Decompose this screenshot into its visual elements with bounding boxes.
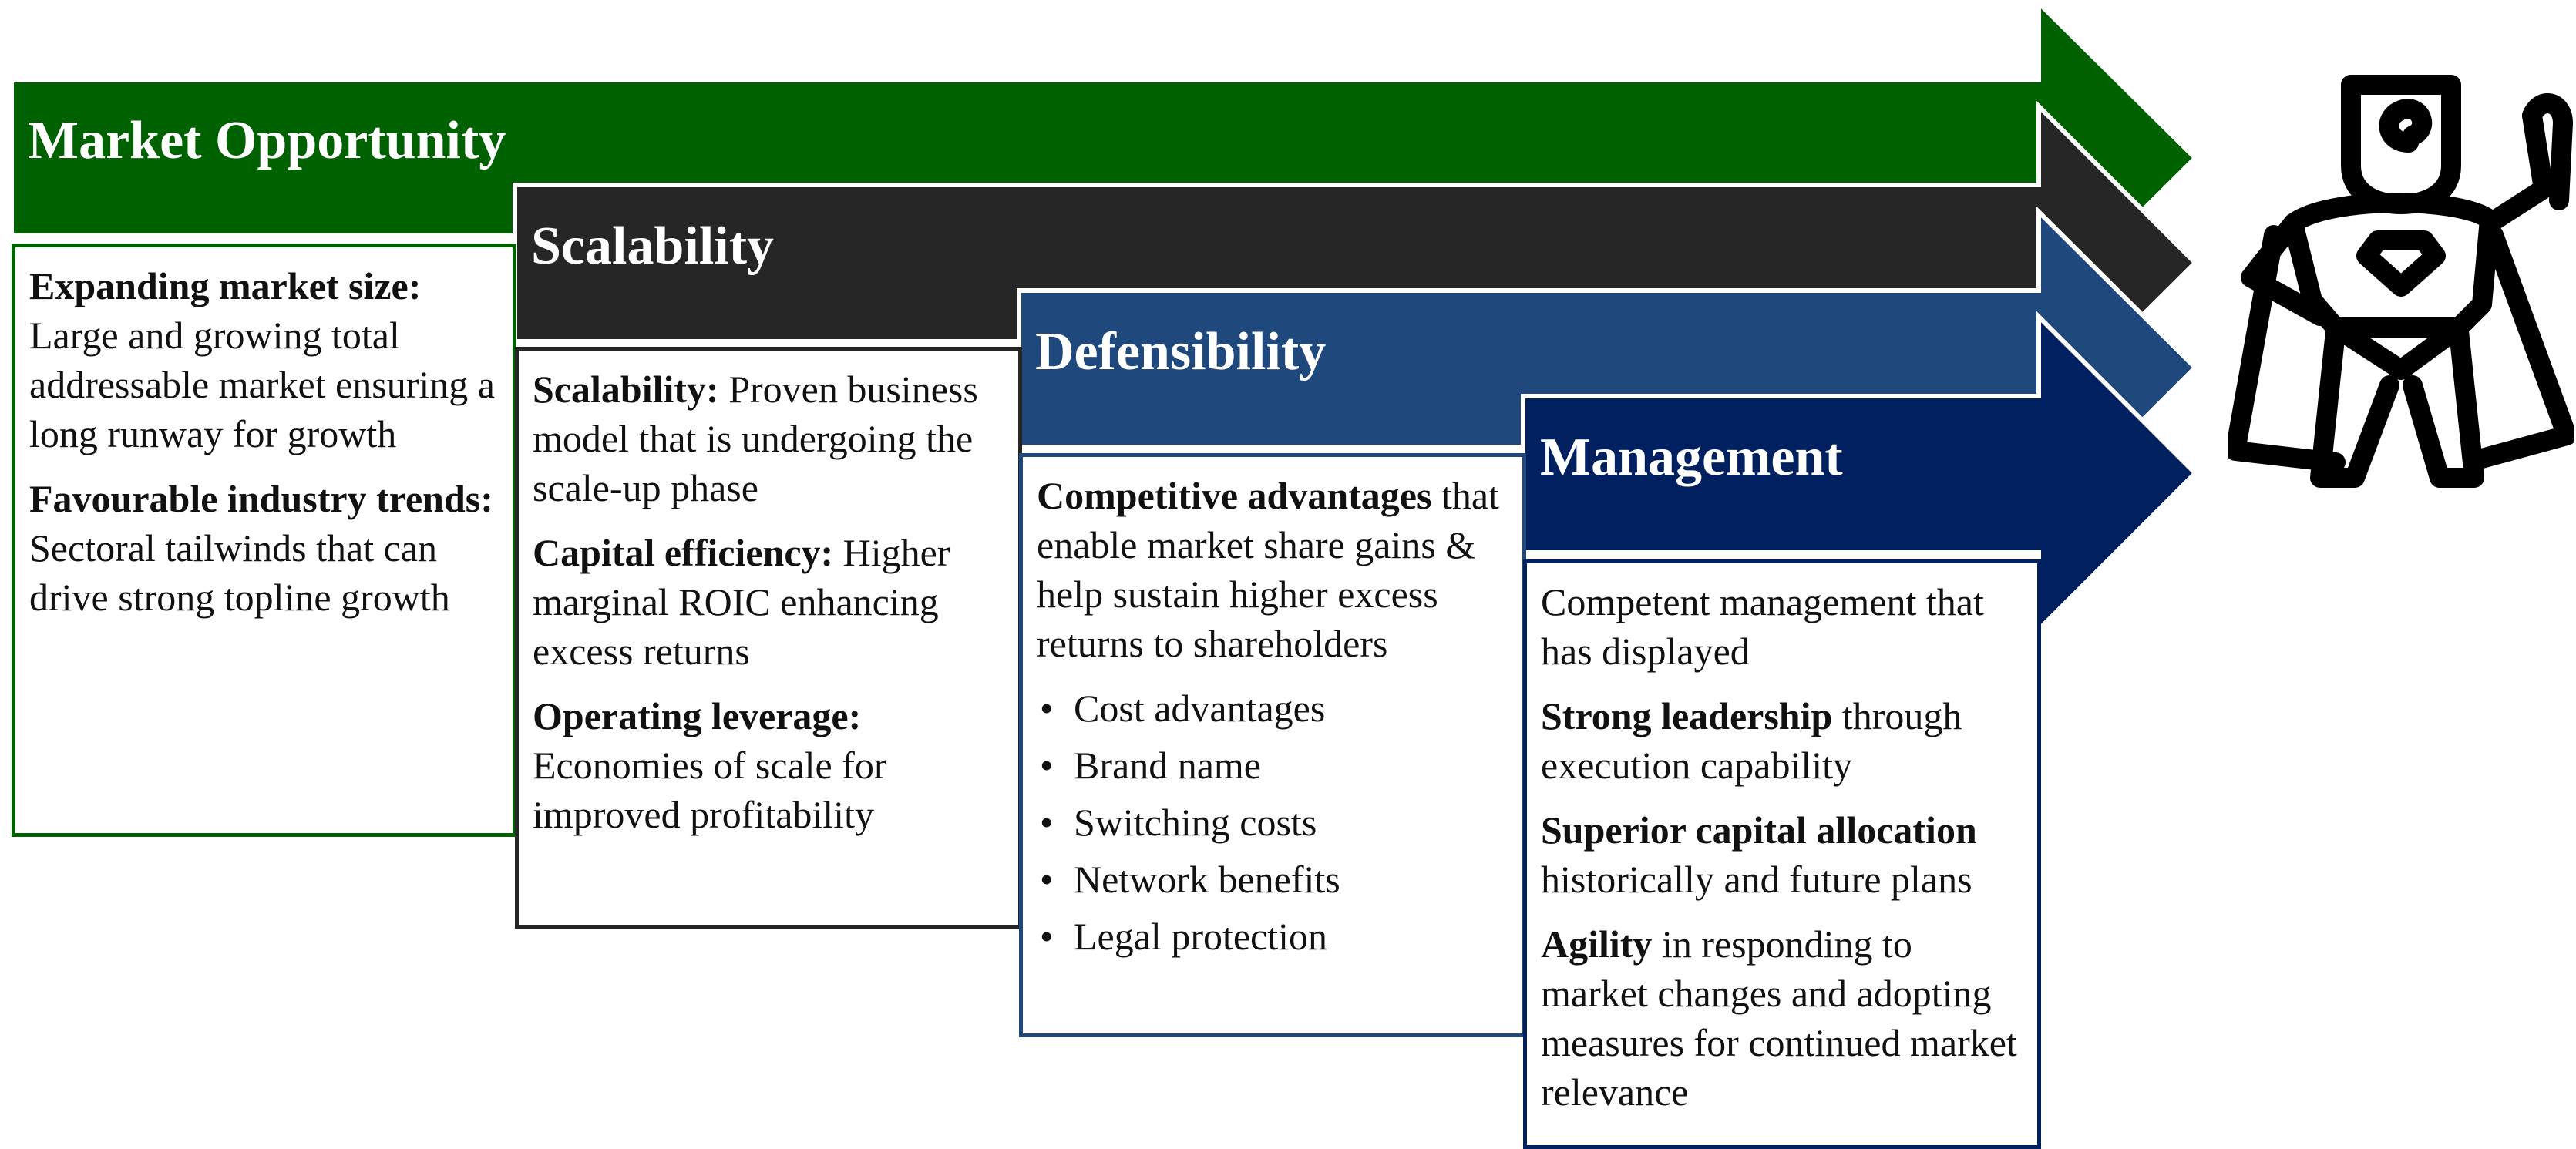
scalability-paragraph-heading: Operating leverage: — [533, 694, 862, 737]
management-paragraph-heading: Strong leadership — [1541, 694, 1833, 737]
defensibility-box: Competitive advantages that enable marke… — [1019, 453, 1526, 1037]
scalability-paragraph-heading: Scalability: — [533, 368, 719, 411]
scalability-paragraph-text: Proven business model that is undergoing… — [533, 368, 978, 509]
market-paragraph: Expanding market size: Large and growing… — [29, 261, 503, 459]
market-box: Expanding market size: Large and growing… — [12, 244, 516, 837]
scalability-paragraph-text: Higher marginal ROIC enhancing excess re… — [533, 531, 950, 673]
management-paragraph: Competent management that has displayed — [1541, 577, 2028, 676]
defensibility-content: Competitive advantages that enable marke… — [1037, 471, 1513, 969]
market-paragraph-heading: Favourable industry trends: — [29, 477, 493, 520]
scalability-paragraph: Operating leverage: Economies of scale f… — [533, 691, 1009, 839]
market-paragraph: Favourable industry trends: Sectoral tai… — [29, 474, 503, 622]
market-paragraph-text: Sectoral tailwinds that can drive strong… — [29, 526, 450, 619]
list-item: Switching costs — [1037, 798, 1513, 847]
list-item: Cost advantages — [1037, 684, 1513, 733]
management-arrow — [1521, 311, 2199, 636]
list-item: Network benefits — [1037, 855, 1513, 904]
scalability-paragraph-heading: Capital efficiency: — [533, 531, 834, 574]
management-paragraph-heading: Superior capital allocation — [1541, 808, 1977, 852]
management-paragraph-text: historically and future plans — [1541, 858, 1972, 901]
defensibility-bullet-list: Cost advantagesBrand nameSwitching costs… — [1037, 684, 1513, 961]
management-paragraph: Strong leadership through execution capa… — [1541, 691, 2028, 790]
scalability-content: Scalability: Proven business model that … — [533, 365, 1009, 855]
management-paragraph-heading: Agility — [1541, 922, 1653, 966]
defensibility-paragraph: Competitive advantages that enable marke… — [1037, 471, 1513, 668]
market-paragraph-text: Large and growing total addressable mark… — [29, 314, 495, 455]
scalability-box: Scalability: Proven business model that … — [515, 347, 1022, 929]
management-title: Management — [1540, 428, 1843, 487]
scalability-paragraph: Scalability: Proven business model that … — [533, 365, 1009, 512]
scalability-title: Scalability — [531, 217, 775, 276]
list-item: Legal protection — [1037, 912, 1513, 961]
defensibility-paragraph-text: that enable market share gains & help su… — [1037, 474, 1499, 665]
scalability-paragraph-text: Economies of scale for improved profitab… — [533, 744, 887, 836]
management-paragraph-text: through execution capability — [1541, 694, 1962, 787]
scalability-paragraph: Capital efficiency: Higher marginal ROIC… — [533, 528, 1009, 676]
superhero-icon — [2228, 75, 2574, 488]
management-paragraph: Agility in responding to market changes … — [1541, 919, 2028, 1117]
market-paragraph-heading: Expanding market size: — [29, 264, 422, 307]
list-item: Brand name — [1037, 741, 1513, 790]
management-paragraph: Superior capital allocation historically… — [1541, 805, 2028, 904]
defensibility-paragraph-heading: Competitive advantages — [1037, 474, 1432, 517]
management-paragraph-text: in responding to market changes and adop… — [1541, 922, 2017, 1114]
market-content: Expanding market size: Large and growing… — [29, 261, 503, 637]
management-paragraph-text: Competent management that has displayed — [1541, 580, 1984, 673]
defensibility-title: Defensibility — [1035, 322, 1327, 381]
market-title: Market Opportunity — [28, 111, 506, 170]
